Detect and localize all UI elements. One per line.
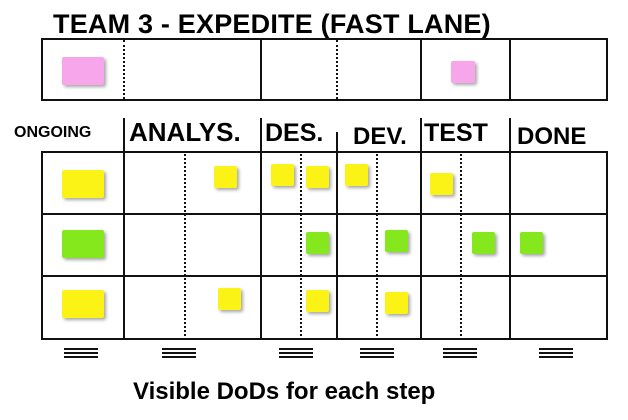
expedite-divider: [123, 40, 125, 99]
work-card[interactable]: [271, 164, 294, 186]
column-divider: [300, 151, 302, 340]
dod-list-icon: [443, 348, 477, 358]
expedite-lane: [41, 38, 608, 101]
work-card[interactable]: [306, 290, 329, 312]
dod-list-icon: [162, 348, 196, 358]
work-card[interactable]: [62, 290, 104, 318]
work-card[interactable]: [306, 166, 329, 188]
dod-list-icon: [360, 348, 394, 358]
board-title: TEAM 3 - EXPEDITE (FAST LANE): [53, 9, 491, 39]
column-header-ongoing: ONGOING: [14, 124, 92, 141]
column-divider: [420, 151, 422, 340]
column-divider: [376, 151, 378, 340]
expedite-divider: [260, 40, 262, 99]
column-divider: [460, 151, 462, 340]
main-board: [41, 151, 608, 340]
header-divider: [336, 132, 338, 152]
header-divider: [420, 118, 422, 152]
column-divider: [260, 151, 262, 340]
dod-list-icon: [64, 348, 98, 358]
column-header-analysis: ANALYS.: [129, 117, 241, 147]
column-divider: [123, 151, 125, 340]
expedite-card[interactable]: [62, 57, 104, 85]
column-header-design: DES.: [265, 119, 324, 147]
header-divider: [260, 118, 262, 152]
expedite-divider: [420, 40, 422, 99]
dod-list-icon: [539, 348, 573, 358]
caption: Visible DoDs for each step: [133, 378, 436, 405]
column-header-development: DEV.: [353, 123, 407, 150]
work-card[interactable]: [430, 173, 453, 195]
expedite-divider: [509, 40, 511, 99]
header-divider: [123, 118, 125, 152]
work-card[interactable]: [345, 164, 368, 186]
work-card[interactable]: [62, 170, 104, 198]
column-divider: [336, 151, 338, 340]
work-card[interactable]: [472, 232, 495, 254]
row-divider: [41, 213, 608, 215]
expedite-card[interactable]: [451, 61, 475, 83]
work-card[interactable]: [385, 292, 408, 314]
dod-list-icon: [279, 348, 313, 358]
column-header-test: TEST: [424, 119, 488, 147]
work-card[interactable]: [306, 232, 329, 254]
work-card[interactable]: [218, 288, 241, 310]
expedite-divider: [336, 40, 338, 99]
work-card[interactable]: [214, 166, 237, 188]
work-card[interactable]: [385, 230, 408, 252]
work-card[interactable]: [62, 230, 104, 258]
work-card[interactable]: [520, 232, 543, 254]
column-divider: [184, 151, 186, 340]
column-divider: [509, 151, 511, 340]
column-header-done: DONE: [517, 123, 587, 150]
header-divider: [509, 118, 511, 152]
row-divider: [41, 275, 608, 277]
